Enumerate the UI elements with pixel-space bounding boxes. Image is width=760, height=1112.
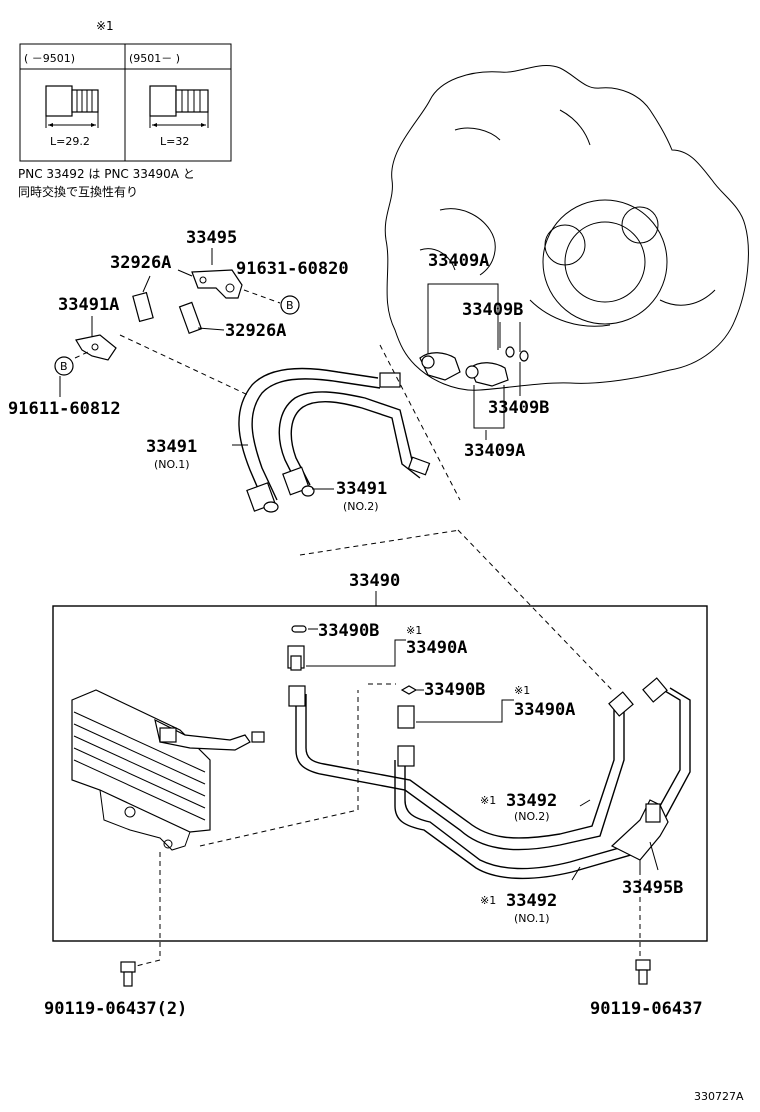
bolt-b-bottom-icon bbox=[54, 356, 74, 376]
bolt-left-icon bbox=[120, 961, 136, 987]
pipe-33492-assembly bbox=[288, 529, 691, 881]
fitting-short-drawing bbox=[45, 85, 99, 128]
label-33490a-2: 33490A bbox=[514, 700, 575, 720]
label-33495: 33495 bbox=[186, 228, 237, 248]
fittings-33490: 33490B ※1 33490A 33490B ※1 33490A bbox=[287, 621, 575, 729]
label-33409a-top: 33409A bbox=[428, 251, 489, 271]
label-b-bottom: B bbox=[60, 360, 68, 373]
bolt-right-icon bbox=[635, 959, 651, 985]
variant-note-table: ※1 ( －9501) (9501－ ) L=29.2 bbox=[18, 19, 232, 199]
hose-33491-assembly bbox=[232, 367, 461, 556]
label-91611: 91611-60812 bbox=[8, 399, 121, 419]
note-col-right: (9501－ ) bbox=[129, 52, 180, 65]
label-90119-left: 90119-06437(2) bbox=[44, 999, 187, 1019]
label-90119-right: 90119-06437 bbox=[590, 999, 703, 1019]
label-mark-2: ※1 bbox=[514, 684, 530, 697]
bracket-33495b-drawing bbox=[610, 799, 669, 871]
label-33490a-1: 33490A bbox=[406, 638, 467, 658]
label-33490b-1: 33490B bbox=[318, 621, 379, 641]
label-mark-4: ※1 bbox=[480, 894, 496, 907]
label-32926a-bottom: 32926A bbox=[225, 321, 286, 341]
label-33409a-bottom: 33409A bbox=[464, 441, 525, 461]
note-len-right: L=32 bbox=[160, 135, 189, 148]
label-33492-no1: 33492 bbox=[506, 891, 557, 911]
bolt-b-top-icon bbox=[280, 295, 300, 315]
note-len-left: L=29.2 bbox=[50, 135, 90, 148]
note-mark: ※1 bbox=[96, 19, 114, 33]
note-jp-line1: PNC 33492 は PNC 33490A と bbox=[18, 167, 195, 181]
label-33490b-2: 33490B bbox=[424, 680, 485, 700]
label-33491-no2: 33491 bbox=[336, 479, 387, 499]
transmission-case-drawing bbox=[384, 65, 749, 391]
label-mark-1: ※1 bbox=[406, 624, 422, 637]
label-33409b-bottom: 33409B bbox=[488, 398, 549, 418]
label-33490: 33490 bbox=[349, 571, 400, 591]
upper-bracket-assembly: 33495 32926A 91631-60820 B 32926A 33491A… bbox=[8, 228, 349, 419]
label-33409b-top: 33409B bbox=[462, 300, 523, 320]
label-mark-3: ※1 bbox=[480, 794, 496, 807]
label-33491a: 33491A bbox=[58, 295, 119, 315]
label-no2-a: (NO.2) bbox=[343, 500, 379, 513]
union-fittings-33409: 33409A 33409B 33409B 33409A bbox=[419, 251, 549, 461]
label-b-top: B bbox=[286, 299, 294, 312]
fitting-long-drawing bbox=[149, 85, 209, 128]
oil-cooler-drawing bbox=[71, 689, 265, 851]
label-32926a-top: 32926A bbox=[110, 253, 171, 273]
figure-code: 330727A bbox=[694, 1090, 744, 1103]
label-33495b: 33495B bbox=[622, 878, 683, 898]
label-91631: 91631-60820 bbox=[236, 259, 349, 279]
label-33491-no1: 33491 bbox=[146, 437, 197, 457]
label-no2-b: (NO.2) bbox=[514, 810, 550, 823]
note-jp-line2: 同時交換で互換性有り bbox=[18, 184, 138, 199]
assembly-33490-box bbox=[52, 605, 708, 942]
label-no1-a: (NO.1) bbox=[154, 458, 190, 471]
label-33492-no2: 33492 bbox=[506, 791, 557, 811]
note-col-left: ( －9501) bbox=[24, 52, 75, 65]
label-no1-b: (NO.1) bbox=[514, 912, 550, 925]
